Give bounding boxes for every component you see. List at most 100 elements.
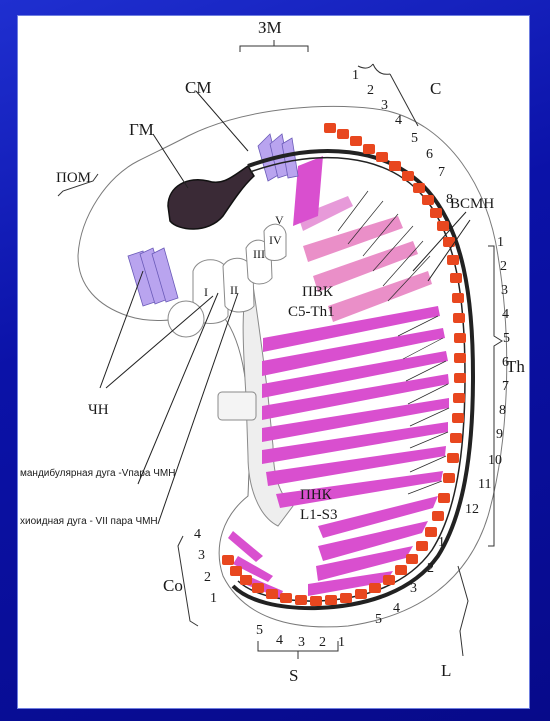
somite-block xyxy=(425,527,437,537)
brain xyxy=(168,166,254,229)
somite-block xyxy=(443,473,455,483)
somite-block xyxy=(230,566,242,576)
somite-block xyxy=(452,293,464,303)
somite-block xyxy=(252,583,264,593)
sacral-number-3: 3 xyxy=(298,635,305,650)
somite-block xyxy=(383,575,395,585)
label-region-l: L xyxy=(441,661,451,680)
somite-block xyxy=(402,171,414,181)
cervical-number-7: 7 xyxy=(438,165,445,180)
cervical-number-3: 3 xyxy=(381,98,388,113)
somite-block xyxy=(430,208,442,218)
label-region-c: C xyxy=(430,79,441,98)
somite-block xyxy=(266,589,278,599)
label-pnk-range: L1-S3 xyxy=(300,507,338,523)
somite-block xyxy=(369,583,381,593)
somite-block xyxy=(406,554,418,564)
label-zm: ЗМ xyxy=(258,18,282,37)
cervical-number-8: 8 xyxy=(446,192,453,207)
lumbar-number-5: 5 xyxy=(375,612,382,627)
label-pvk: ПВК xyxy=(302,284,334,300)
sacral-number-4: 4 xyxy=(276,633,283,648)
label-vsmn: ВСМН xyxy=(450,196,494,212)
somite-block xyxy=(324,123,336,133)
somite-block xyxy=(453,393,465,403)
somite-block xyxy=(453,313,465,323)
thoracic-number-1: 1 xyxy=(497,235,504,250)
somite-block xyxy=(355,589,367,599)
lumbar-number-2: 2 xyxy=(427,561,434,576)
somite-block xyxy=(395,565,407,575)
somite-block xyxy=(310,596,322,606)
thoracic-number-7: 7 xyxy=(502,379,509,394)
somite-block xyxy=(422,195,434,205)
limb-bud xyxy=(218,392,256,420)
thoracic-number-12: 12 xyxy=(465,502,479,517)
somite-block xyxy=(432,511,444,521)
cervical-number-1: 1 xyxy=(352,68,359,83)
thoracic-number-5: 5 xyxy=(503,331,510,346)
thoracic-number-6: 6 xyxy=(502,355,509,370)
label-region-s: S xyxy=(289,666,298,685)
somite-block xyxy=(363,144,375,154)
thoracic-number-2: 2 xyxy=(500,259,507,274)
somite-block xyxy=(222,555,234,565)
coccygeal-number-3: 3 xyxy=(198,548,205,563)
somite-block xyxy=(240,575,252,585)
label-pnk: ПНК xyxy=(300,487,333,503)
arch-label-iv: IV xyxy=(269,233,282,247)
lumbar-number-4: 4 xyxy=(393,601,400,616)
somite-block xyxy=(447,255,459,265)
lumbar-number-3: 3 xyxy=(410,581,417,596)
somite-block xyxy=(450,273,462,283)
cervical-number-4: 4 xyxy=(395,113,402,128)
somite-block xyxy=(447,453,459,463)
somite-block xyxy=(454,333,466,343)
label-hyoid: хиоидная дуга - VII пара ЧМН xyxy=(20,516,158,527)
braces xyxy=(58,40,502,659)
sacral-number-2: 2 xyxy=(319,635,326,650)
thoracic-number-8: 8 xyxy=(499,403,506,418)
cervical-number-5: 5 xyxy=(411,131,418,146)
somite-block xyxy=(280,593,292,603)
sacral-number-5: 5 xyxy=(256,623,263,638)
arch-label-ii: II xyxy=(230,283,238,297)
coccygeal-number-1: 1 xyxy=(210,591,217,606)
somite-block xyxy=(295,595,307,605)
arch-label-i: I xyxy=(204,285,208,299)
somite-block xyxy=(413,183,425,193)
somite-block xyxy=(454,373,466,383)
sacral-number-1: 1 xyxy=(338,635,345,650)
label-pom: ПОМ xyxy=(56,170,91,186)
label-pvk-range: C5-Th1 xyxy=(288,304,335,320)
somite-block xyxy=(389,161,401,171)
label-region-co: Co xyxy=(163,576,183,595)
somite-block xyxy=(337,129,349,139)
diagram-frame: ЗМ СМ ГМ ПОМ ЧН ВСМН ПВК C5-Th1 ПНК L1-S… xyxy=(17,15,530,709)
somite-block xyxy=(350,136,362,146)
somite-block xyxy=(452,413,464,423)
thoracic-number-10: 10 xyxy=(488,453,502,468)
somite-block xyxy=(438,493,450,503)
somite-block xyxy=(454,353,466,363)
somite-block xyxy=(443,237,455,247)
label-sm: СМ xyxy=(185,78,211,97)
thoracic-number-3: 3 xyxy=(501,283,508,298)
coccygeal-number-2: 2 xyxy=(204,570,211,585)
label-mandibular: мандибулярная дуга -Vпара ЧМН xyxy=(20,467,175,479)
arch-label-iii: III xyxy=(253,247,265,261)
thoracic-number-11: 11 xyxy=(478,477,491,492)
somite-block xyxy=(416,541,428,551)
thoracic-number-9: 9 xyxy=(496,427,503,442)
thoracic-number-4: 4 xyxy=(502,307,509,322)
label-chn: ЧН xyxy=(88,402,109,418)
somite-block xyxy=(450,433,462,443)
somite-block xyxy=(437,221,449,231)
embryo-diagram: ЗМ СМ ГМ ПОМ ЧН ВСМН ПВК C5-Th1 ПНК L1-S… xyxy=(18,16,529,708)
arch-label-v: V xyxy=(275,213,284,227)
label-gm: ГМ xyxy=(129,120,154,139)
somite-block xyxy=(325,595,337,605)
somite-block xyxy=(376,152,388,162)
coccygeal-number-4: 4 xyxy=(194,527,201,542)
lumbar-number-1: 1 xyxy=(438,535,445,550)
